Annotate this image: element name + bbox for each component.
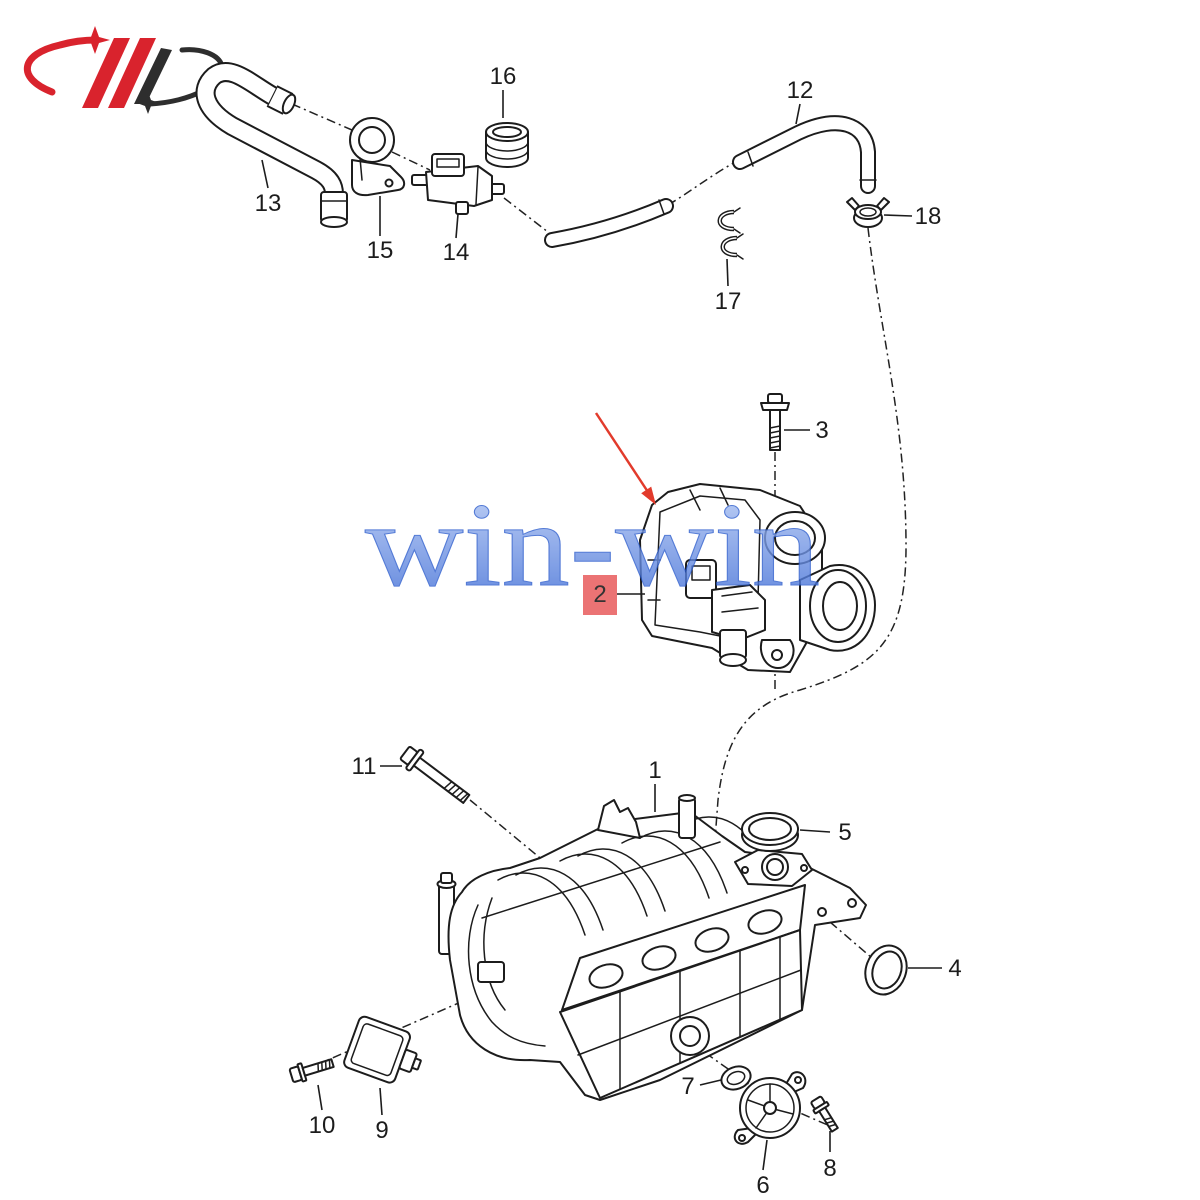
callout-5: 5: [838, 819, 851, 846]
assembly-line-14-12: [503, 197, 549, 233]
callout-4: 4: [948, 955, 961, 982]
callout-6: 6: [756, 1172, 769, 1199]
callout-7: 7: [681, 1073, 694, 1100]
part-2-throttle-body: [639, 483, 876, 673]
brand-logo: [23, 26, 225, 114]
callout-15: 15: [367, 237, 394, 264]
leader-line-9: [379, 1087, 383, 1116]
callout-1: 1: [648, 757, 661, 784]
assembly-line-4-1: [829, 921, 873, 959]
leader-line-13: [261, 159, 269, 189]
part-16-seal-ring: [485, 122, 529, 168]
red-arrow-icon: [594, 412, 656, 505]
callout-11: 11: [352, 753, 377, 780]
callout-12: 12: [787, 77, 814, 104]
part-10-bolt: [288, 1058, 335, 1083]
leader-line-7: [699, 1079, 722, 1086]
leader-line-10: [317, 1084, 323, 1111]
watermark-text: win-win: [365, 478, 820, 611]
part-5-seal-ring: [741, 812, 799, 852]
callout-14: 14: [443, 239, 470, 266]
callout-8: 8: [823, 1155, 836, 1182]
leader-line-5: [799, 829, 831, 833]
part-18-hose-clamp: [846, 197, 890, 228]
assembly-line-11-1: [469, 799, 546, 863]
assembly-line-15-14: [391, 151, 431, 171]
part-15-bracket: [349, 117, 406, 197]
part-4-seal-ring: [864, 944, 908, 996]
part-12-hose: [544, 115, 877, 248]
part-13-hose: [195, 62, 348, 228]
callout-17: 17: [715, 288, 742, 315]
callout-3: 3: [815, 417, 828, 444]
leader-line-12: [795, 103, 801, 125]
assembly-line-13-15: [291, 103, 353, 131]
callout-13: 13: [255, 190, 282, 217]
leader-line-18: [883, 214, 913, 217]
part-1-intake-manifold: [436, 794, 867, 1101]
part-9-sensor: [343, 1015, 422, 1084]
callout-16: 16: [490, 63, 517, 90]
part-3-bolt: [760, 393, 790, 451]
leader-line-14: [455, 213, 459, 239]
callout-18: 18: [915, 203, 942, 230]
leader-line-6: [762, 1139, 768, 1171]
assembly-line-12: [667, 160, 738, 206]
part-17-clips: [717, 207, 744, 260]
callout-2: 2: [593, 581, 606, 608]
leader-line-17: [726, 258, 729, 287]
part-7-gasket: [720, 1065, 752, 1091]
callout-numbers: 16 12 13 15 14 18 17 3 2 1 11 5 4 7 10 9…: [255, 63, 962, 1199]
part-6-cover: [733, 1071, 807, 1145]
callout-10: 10: [309, 1112, 336, 1139]
part-14-valve: [411, 153, 505, 215]
assembly-line-18-1: [714, 227, 907, 841]
part-11-bolt: [399, 745, 471, 804]
part-8-bolt: [810, 1095, 839, 1133]
callout-9: 9: [375, 1117, 388, 1144]
leader-lines: [261, 90, 942, 1171]
callout-2-highlight: [583, 575, 617, 615]
